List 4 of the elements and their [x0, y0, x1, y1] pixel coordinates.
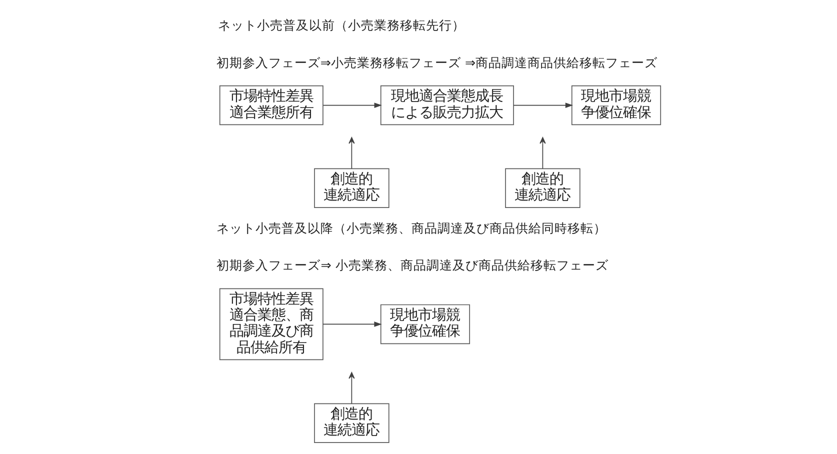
label: 初期参入フェーズ⇒ 小売業務、商品調達及び商品供給移転フェーズ: [216, 258, 608, 273]
label: ネット小売普及以前（小売業務移転先行）: [218, 18, 465, 33]
label: 初期参入フェーズ⇒小売業務移転フェーズ ⇒商品調達商品供給移転フェーズ: [216, 54, 658, 70]
label: ネット小売普及以降（小売業務、商品調達及び商品供給同時移転）: [216, 220, 606, 236]
